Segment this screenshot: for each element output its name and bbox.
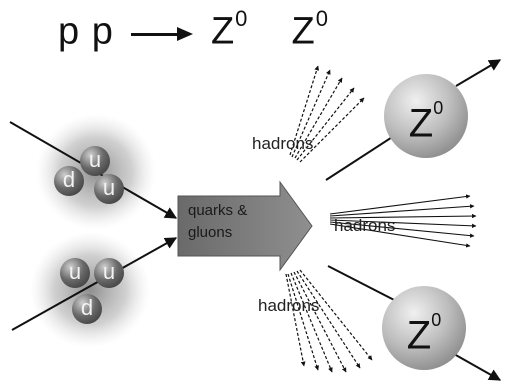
quark-top-u1: u <box>80 146 110 176</box>
z-boson-top-charge: 0 <box>433 98 443 118</box>
quark-bottom-u2: u <box>94 258 124 288</box>
quarks-gluons-label: quarks & gluons <box>188 200 288 244</box>
z-boson-bottom-symbol: Z <box>407 313 431 357</box>
hadrons-label-bottom: hadrons <box>258 296 319 316</box>
z-top-outgoing-arrow <box>456 60 500 86</box>
z-boson-bottom: Z0 <box>382 286 466 370</box>
quark-bottom-u1: u <box>60 258 90 288</box>
proton-cloud-bottom <box>30 232 150 348</box>
hadron-jet-bottom <box>286 270 372 372</box>
reaction-initial-state: p p <box>58 11 114 53</box>
quark-top-u2: u <box>94 174 124 204</box>
reaction-equation: p p Z0 Z0 <box>58 10 329 54</box>
reaction-z1-charge: 0 <box>235 6 248 31</box>
z-bottom-production-line <box>328 266 402 304</box>
quark-top-d: d <box>54 166 84 196</box>
z-top-production-line <box>326 132 400 180</box>
reaction-z1: Z <box>211 11 235 53</box>
quark-bottom-d: d <box>72 294 102 324</box>
z-bottom-outgoing-arrow <box>454 354 500 380</box>
reaction-arrow <box>131 15 193 53</box>
z-boson-top-symbol: Z <box>409 101 433 145</box>
hadrons-label-top: hadrons <box>252 134 313 154</box>
z-boson-bottom-charge: 0 <box>431 310 441 330</box>
hadrons-label-middle: hadrons <box>334 216 395 236</box>
reaction-z2: Z <box>292 11 316 53</box>
reaction-z2-charge: 0 <box>316 6 329 31</box>
z-boson-top: Z0 <box>384 74 468 158</box>
